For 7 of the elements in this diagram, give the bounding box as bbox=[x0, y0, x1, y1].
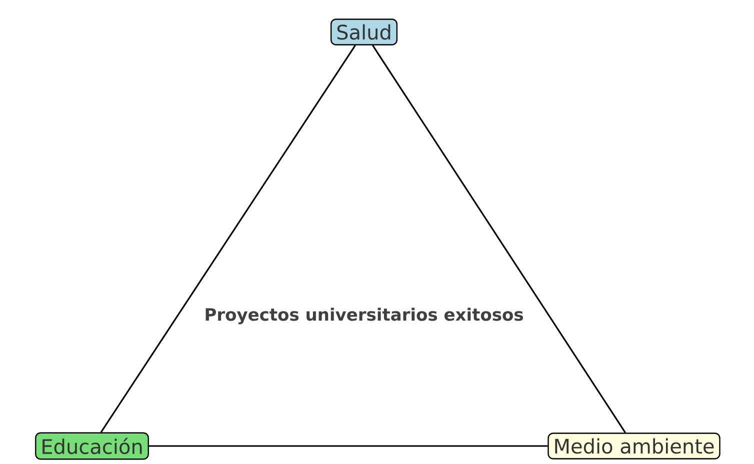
topic-box: Educación bbox=[35, 432, 149, 460]
topic-box: Medio ambiente bbox=[548, 432, 720, 460]
center-label: Proyectos universitarios exitosos bbox=[206, 308, 523, 324]
connector-line bbox=[100, 44, 356, 433]
connector-line bbox=[148, 445, 548, 447]
topic-box: Salud bbox=[330, 18, 398, 46]
connector-line bbox=[372, 44, 626, 434]
